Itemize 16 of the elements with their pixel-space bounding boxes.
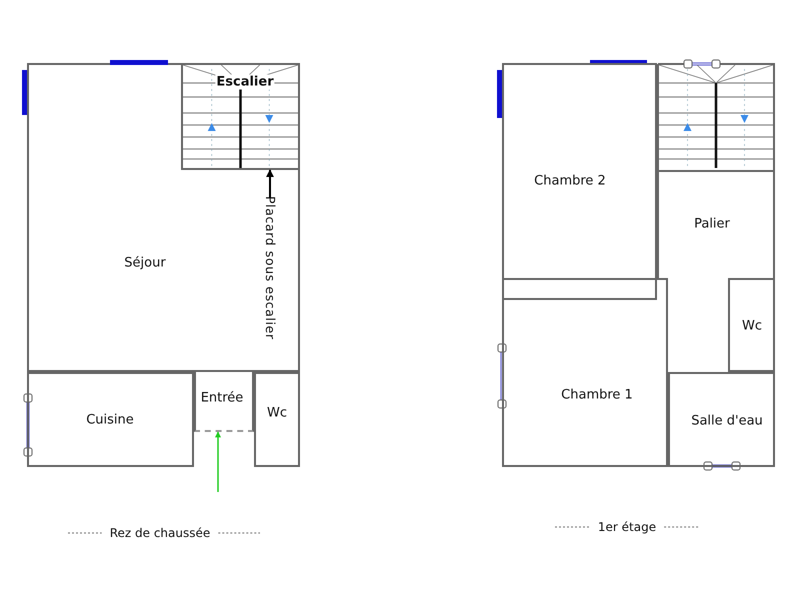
room-outline: [668, 372, 775, 467]
room-outline: [657, 170, 775, 278]
room-outline: [194, 372, 254, 432]
room-outline: [502, 63, 657, 300]
floor-caption: 1er étage: [598, 520, 656, 534]
room-label: Séjour: [123, 256, 167, 270]
room-outline: [502, 278, 668, 467]
room-outline: [254, 372, 300, 467]
entrance-arrow: [215, 431, 221, 492]
leader-arrow: [266, 169, 274, 198]
floor-caption: Rez de chaussée: [110, 526, 210, 540]
room-label: Escalier: [215, 74, 275, 90]
callout-text: Placard sous escalier: [259, 196, 281, 356]
room-outline: [27, 372, 194, 467]
room-outline: [27, 170, 300, 372]
room-outline: [728, 278, 775, 372]
